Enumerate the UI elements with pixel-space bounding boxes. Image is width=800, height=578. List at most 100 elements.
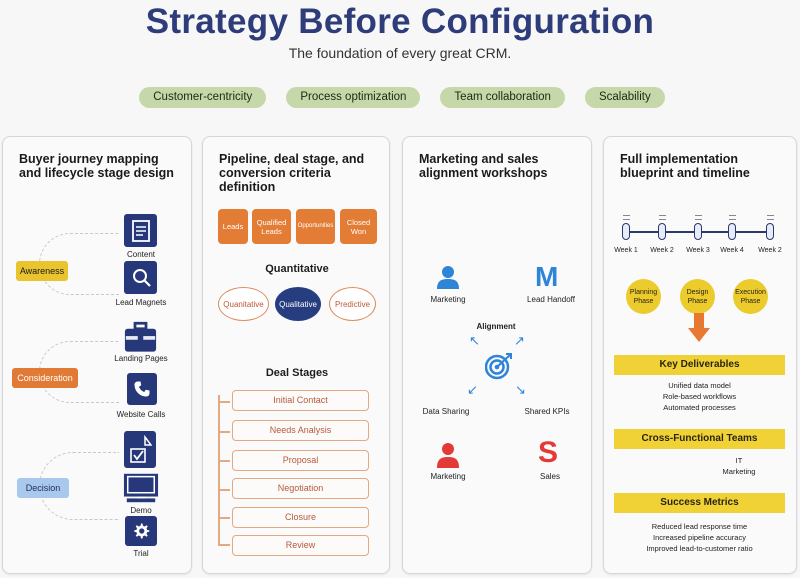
metric-item: Reduced lead response time: [651, 522, 748, 531]
team-item: IT: [735, 456, 743, 465]
panel-title: Buyer journey mapping and lifecycle stag…: [19, 152, 174, 180]
item-label: Demo: [130, 506, 152, 515]
timeline-node: [766, 223, 774, 240]
label-marketing-bottom: Marketing: [430, 472, 466, 481]
s-letter-icon: S: [538, 436, 559, 469]
label-data-sharing: Data Sharing: [422, 407, 470, 416]
phase-design: Design Phase: [680, 279, 715, 314]
timeline-node: [694, 223, 702, 240]
week-label: Week 3: [686, 247, 710, 254]
deal-stage-closure: Closure: [232, 507, 369, 528]
funnel-step-closed-won: Closed Won: [340, 209, 377, 244]
phase-execution: Execution Phase: [733, 279, 768, 314]
calendar-icon: [659, 215, 666, 220]
item-label: Trial: [133, 549, 149, 558]
arrow-tick: [218, 489, 230, 491]
monitor-icon: [123, 473, 159, 503]
panel-buyer-journey: Buyer journey mapping and lifecycle stag…: [2, 136, 192, 574]
pill-customer-centricity: Customer-centricity: [139, 87, 267, 108]
deal-stage-initial-contact: Initial Contact: [232, 390, 369, 411]
briefcase-icon: [124, 320, 157, 353]
key-deliverables-header: Key Deliverables: [614, 355, 785, 375]
stage-awareness: Awareness: [16, 261, 68, 281]
m-letter-icon: M: [535, 261, 559, 292]
pill-process-optimization: Process optimization: [286, 87, 421, 108]
metric-item: Increased pipeline accuracy: [653, 533, 746, 542]
stage-consideration: Consideration: [12, 368, 78, 388]
deal-stage-needs-analysis: Needs Analysis: [232, 420, 369, 441]
arrow-tick: [218, 544, 230, 546]
oval-predictive: Predictive: [329, 287, 376, 321]
arrow-tick: [218, 517, 230, 519]
calendar-icon: [729, 215, 736, 220]
metric-item: Improved lead-to-customer ratio: [646, 544, 753, 553]
funnel-step-qualified-leads: Qualified Leads: [252, 209, 291, 244]
arrow-tick: [218, 460, 230, 462]
deal-stage-negotiation: Negotiation: [232, 478, 369, 499]
arrow-up-left-icon: ↖: [469, 333, 480, 348]
item-label: Landing Pages: [114, 354, 168, 363]
phase-planning: Planning Phase: [626, 279, 661, 314]
magnifier-icon: [124, 261, 157, 294]
arrow-down-right-icon: ↘: [515, 382, 526, 397]
panel-pipeline: Pipeline, deal stage, and conversion cri…: [202, 136, 390, 574]
stage-bracket: [218, 395, 220, 545]
funnel-step-leads: Leads: [218, 209, 248, 244]
item-label: Website Calls: [116, 410, 166, 419]
calendar-icon: [767, 215, 774, 220]
pill-scalability: Scalability: [584, 87, 665, 108]
arrow-down-icon: [688, 313, 710, 348]
checklist-icon: [124, 431, 156, 468]
arrow-down-left-icon: ↙: [467, 382, 478, 397]
teams-list: IT Marketing: [704, 455, 774, 477]
deal-stages-heading: Deal Stages: [265, 367, 329, 379]
stage-decision: Decision: [17, 478, 69, 498]
calendar-icon: [623, 215, 630, 220]
label-lead-handoff: Lead Handoff: [527, 295, 575, 304]
panel-title: Marketing and sales alignment workshops: [419, 152, 548, 180]
phone-icon: [127, 373, 157, 405]
calendar-icon: [695, 215, 702, 220]
document-icon: [124, 214, 157, 247]
label-marketing-top: Marketing: [430, 295, 466, 304]
arrow-tick: [218, 431, 230, 433]
timeline-node: [622, 223, 630, 240]
arrow-tick: [218, 401, 230, 403]
panel-title: Pipeline, deal stage, and conversion cri…: [219, 152, 365, 194]
oval-quantitative: Quanitative: [218, 287, 269, 321]
week-label: Week 1: [614, 247, 638, 254]
oval-qualitative: Qualitative: [275, 287, 321, 321]
label-shared-kpis: Shared KPIs: [524, 407, 570, 416]
deliverables-list: Unified data model Role-based workflows …: [614, 380, 785, 413]
pill-team-collaboration: Team collaboration: [440, 87, 565, 108]
quantitative-heading: Quantitative: [265, 263, 329, 275]
label-sales: Sales: [539, 472, 560, 481]
principles-pills: Customer-centricity Process optimization…: [0, 87, 800, 108]
page-title: Strategy Before Configuration: [145, 2, 655, 41]
label-alignment: Alignment: [476, 322, 516, 331]
arrow-up-right-icon: ↗: [514, 333, 525, 348]
page-subtitle: The foundation of every great CRM.: [288, 45, 512, 61]
person-icon-red: [437, 442, 459, 473]
target-icon: [484, 352, 513, 385]
deal-stage-proposal: Proposal: [232, 450, 369, 471]
panel-blueprint: Full implementation blueprint and timeli…: [603, 136, 797, 574]
item-label: Lead Magnets: [115, 298, 167, 307]
team-item: Marketing: [722, 467, 756, 476]
week-label: Week 2: [650, 247, 674, 254]
success-metrics-header: Success Metrics: [614, 493, 785, 513]
deliverable-item: Role-based workflows: [662, 392, 737, 401]
item-label: Content: [126, 250, 156, 259]
week-label: Week 2: [758, 247, 782, 254]
panel-alignment: Marketing and sales alignment workshops …: [402, 136, 592, 574]
cross-functional-teams-header: Cross-Functional Teams: [614, 429, 785, 449]
gear-icon: [125, 516, 157, 546]
timeline-node: [728, 223, 736, 240]
timeline-node: [658, 223, 666, 240]
deliverable-item: Automated processes: [663, 403, 736, 412]
week-label: Week 4: [720, 247, 744, 254]
deliverable-item: Unified data model: [668, 381, 731, 390]
person-icon-blue: [437, 265, 459, 294]
deal-stage-review: Review: [232, 535, 369, 556]
metrics-list: Reduced lead response time Increased pip…: [614, 521, 785, 554]
